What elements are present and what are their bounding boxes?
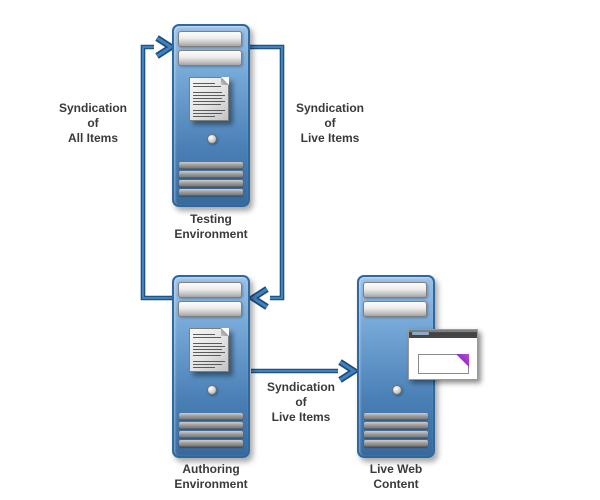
- label-line: Live Items: [271, 410, 331, 424]
- server-testing-environment: [172, 24, 250, 207]
- label-line: Syndication: [295, 101, 364, 115]
- document-icon: [189, 77, 229, 121]
- edge-syndication-all-items: [140, 35, 177, 301]
- browser-content-box: [418, 354, 469, 374]
- power-led: [392, 385, 402, 395]
- browser-titlebar: [409, 330, 477, 338]
- power-led: [207, 385, 217, 395]
- label-authoring-environment: Authoring Environment: [151, 462, 271, 492]
- label-line: Environment: [174, 227, 248, 241]
- drive-bay: [178, 50, 242, 66]
- power-led: [207, 134, 217, 144]
- server-authoring-environment: [172, 275, 250, 458]
- label-line: Authoring: [182, 462, 240, 476]
- label-live-web-content: Live Web Content: [336, 462, 456, 492]
- vent-grille: [179, 162, 243, 198]
- label-line: Environment: [174, 477, 248, 491]
- drive-bay: [178, 301, 242, 317]
- drive-bay: [178, 282, 242, 298]
- vent-grille: [364, 413, 428, 449]
- drive-bay: [178, 31, 242, 47]
- browser-window-icon: [408, 329, 478, 380]
- drive-bay: [363, 301, 427, 317]
- vent-grille: [179, 413, 243, 449]
- label-line: of: [295, 395, 307, 409]
- label-syndication-live-items-right-side: Syndication of Live Items: [270, 101, 390, 146]
- label-line: Syndication: [58, 101, 127, 115]
- label-line: Syndication: [266, 380, 335, 394]
- purple-fold-icon: [456, 354, 469, 367]
- drive-bay: [363, 282, 427, 298]
- label-line: Live Web: [369, 462, 423, 476]
- label-line: All Items: [67, 131, 118, 145]
- label-line: of: [324, 116, 336, 130]
- label-line: Content: [373, 477, 419, 491]
- label-syndication-live-items-middle: Syndication of Live Items: [241, 380, 361, 425]
- label-syndication-all-items: Syndication of All Items: [33, 101, 153, 146]
- edge-syndication-live-items-right: [251, 359, 360, 383]
- browser-address-bar: [412, 332, 429, 335]
- label-line: Live Items: [300, 131, 360, 145]
- label-testing-environment: Testing Environment: [151, 212, 271, 242]
- label-line: of: [87, 116, 99, 130]
- label-line: Testing: [190, 212, 232, 226]
- document-icon: [189, 328, 229, 372]
- edge-syndication-live-items-down: [247, 44, 285, 310]
